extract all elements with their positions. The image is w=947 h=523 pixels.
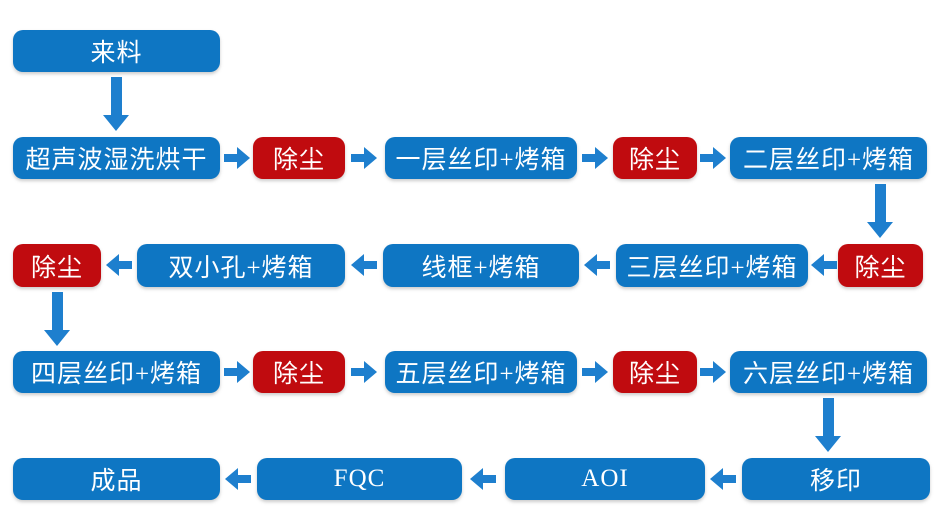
node-dedust-5: 除尘 [253, 351, 345, 393]
node-incoming-material: 来料 [13, 30, 220, 72]
node-dedust-2: 除尘 [613, 137, 697, 179]
arrow-left-icon [351, 254, 377, 276]
arrow-down-icon [103, 77, 129, 131]
arrow-right-icon [582, 361, 608, 383]
arrow-down-icon [867, 184, 893, 238]
node-finished-product: 成品 [13, 458, 220, 500]
node-fqc: FQC [257, 458, 462, 500]
node-dedust-4: 除尘 [13, 244, 101, 287]
node-screen-print-5-oven: 五层丝印+烤箱 [385, 351, 577, 393]
arrow-right-icon [351, 147, 377, 169]
arrow-right-icon [224, 147, 250, 169]
node-screen-print-3-oven: 三层丝印+烤箱 [616, 244, 808, 287]
arrow-right-icon [582, 147, 608, 169]
arrow-right-icon [224, 361, 250, 383]
node-screen-print-6-oven: 六层丝印+烤箱 [730, 351, 927, 393]
node-screen-print-1-oven: 一层丝印+烤箱 [385, 137, 577, 179]
node-wire-frame-oven: 线框+烤箱 [383, 244, 579, 287]
arrow-right-icon [351, 361, 377, 383]
node-dedust-1: 除尘 [253, 137, 345, 179]
arrow-left-icon [106, 254, 132, 276]
arrow-left-icon [470, 468, 496, 490]
arrow-down-icon [815, 398, 841, 452]
node-dedust-6: 除尘 [613, 351, 697, 393]
node-ultrasonic-wash-dry: 超声波湿洗烘干 [13, 137, 220, 179]
arrow-left-icon [584, 254, 610, 276]
arrow-left-icon [710, 468, 736, 490]
node-aoi: AOI [505, 458, 705, 500]
node-double-hole-oven: 双小孔+烤箱 [137, 244, 345, 287]
node-pad-print: 移印 [742, 458, 930, 500]
arrow-left-icon [225, 468, 251, 490]
node-dedust-3: 除尘 [838, 244, 923, 287]
node-screen-print-4-oven: 四层丝印+烤箱 [13, 351, 220, 393]
arrow-down-icon [44, 292, 70, 346]
node-screen-print-2-oven: 二层丝印+烤箱 [730, 137, 927, 179]
arrow-left-icon [811, 254, 837, 276]
arrow-right-icon [700, 361, 726, 383]
arrow-right-icon [700, 147, 726, 169]
